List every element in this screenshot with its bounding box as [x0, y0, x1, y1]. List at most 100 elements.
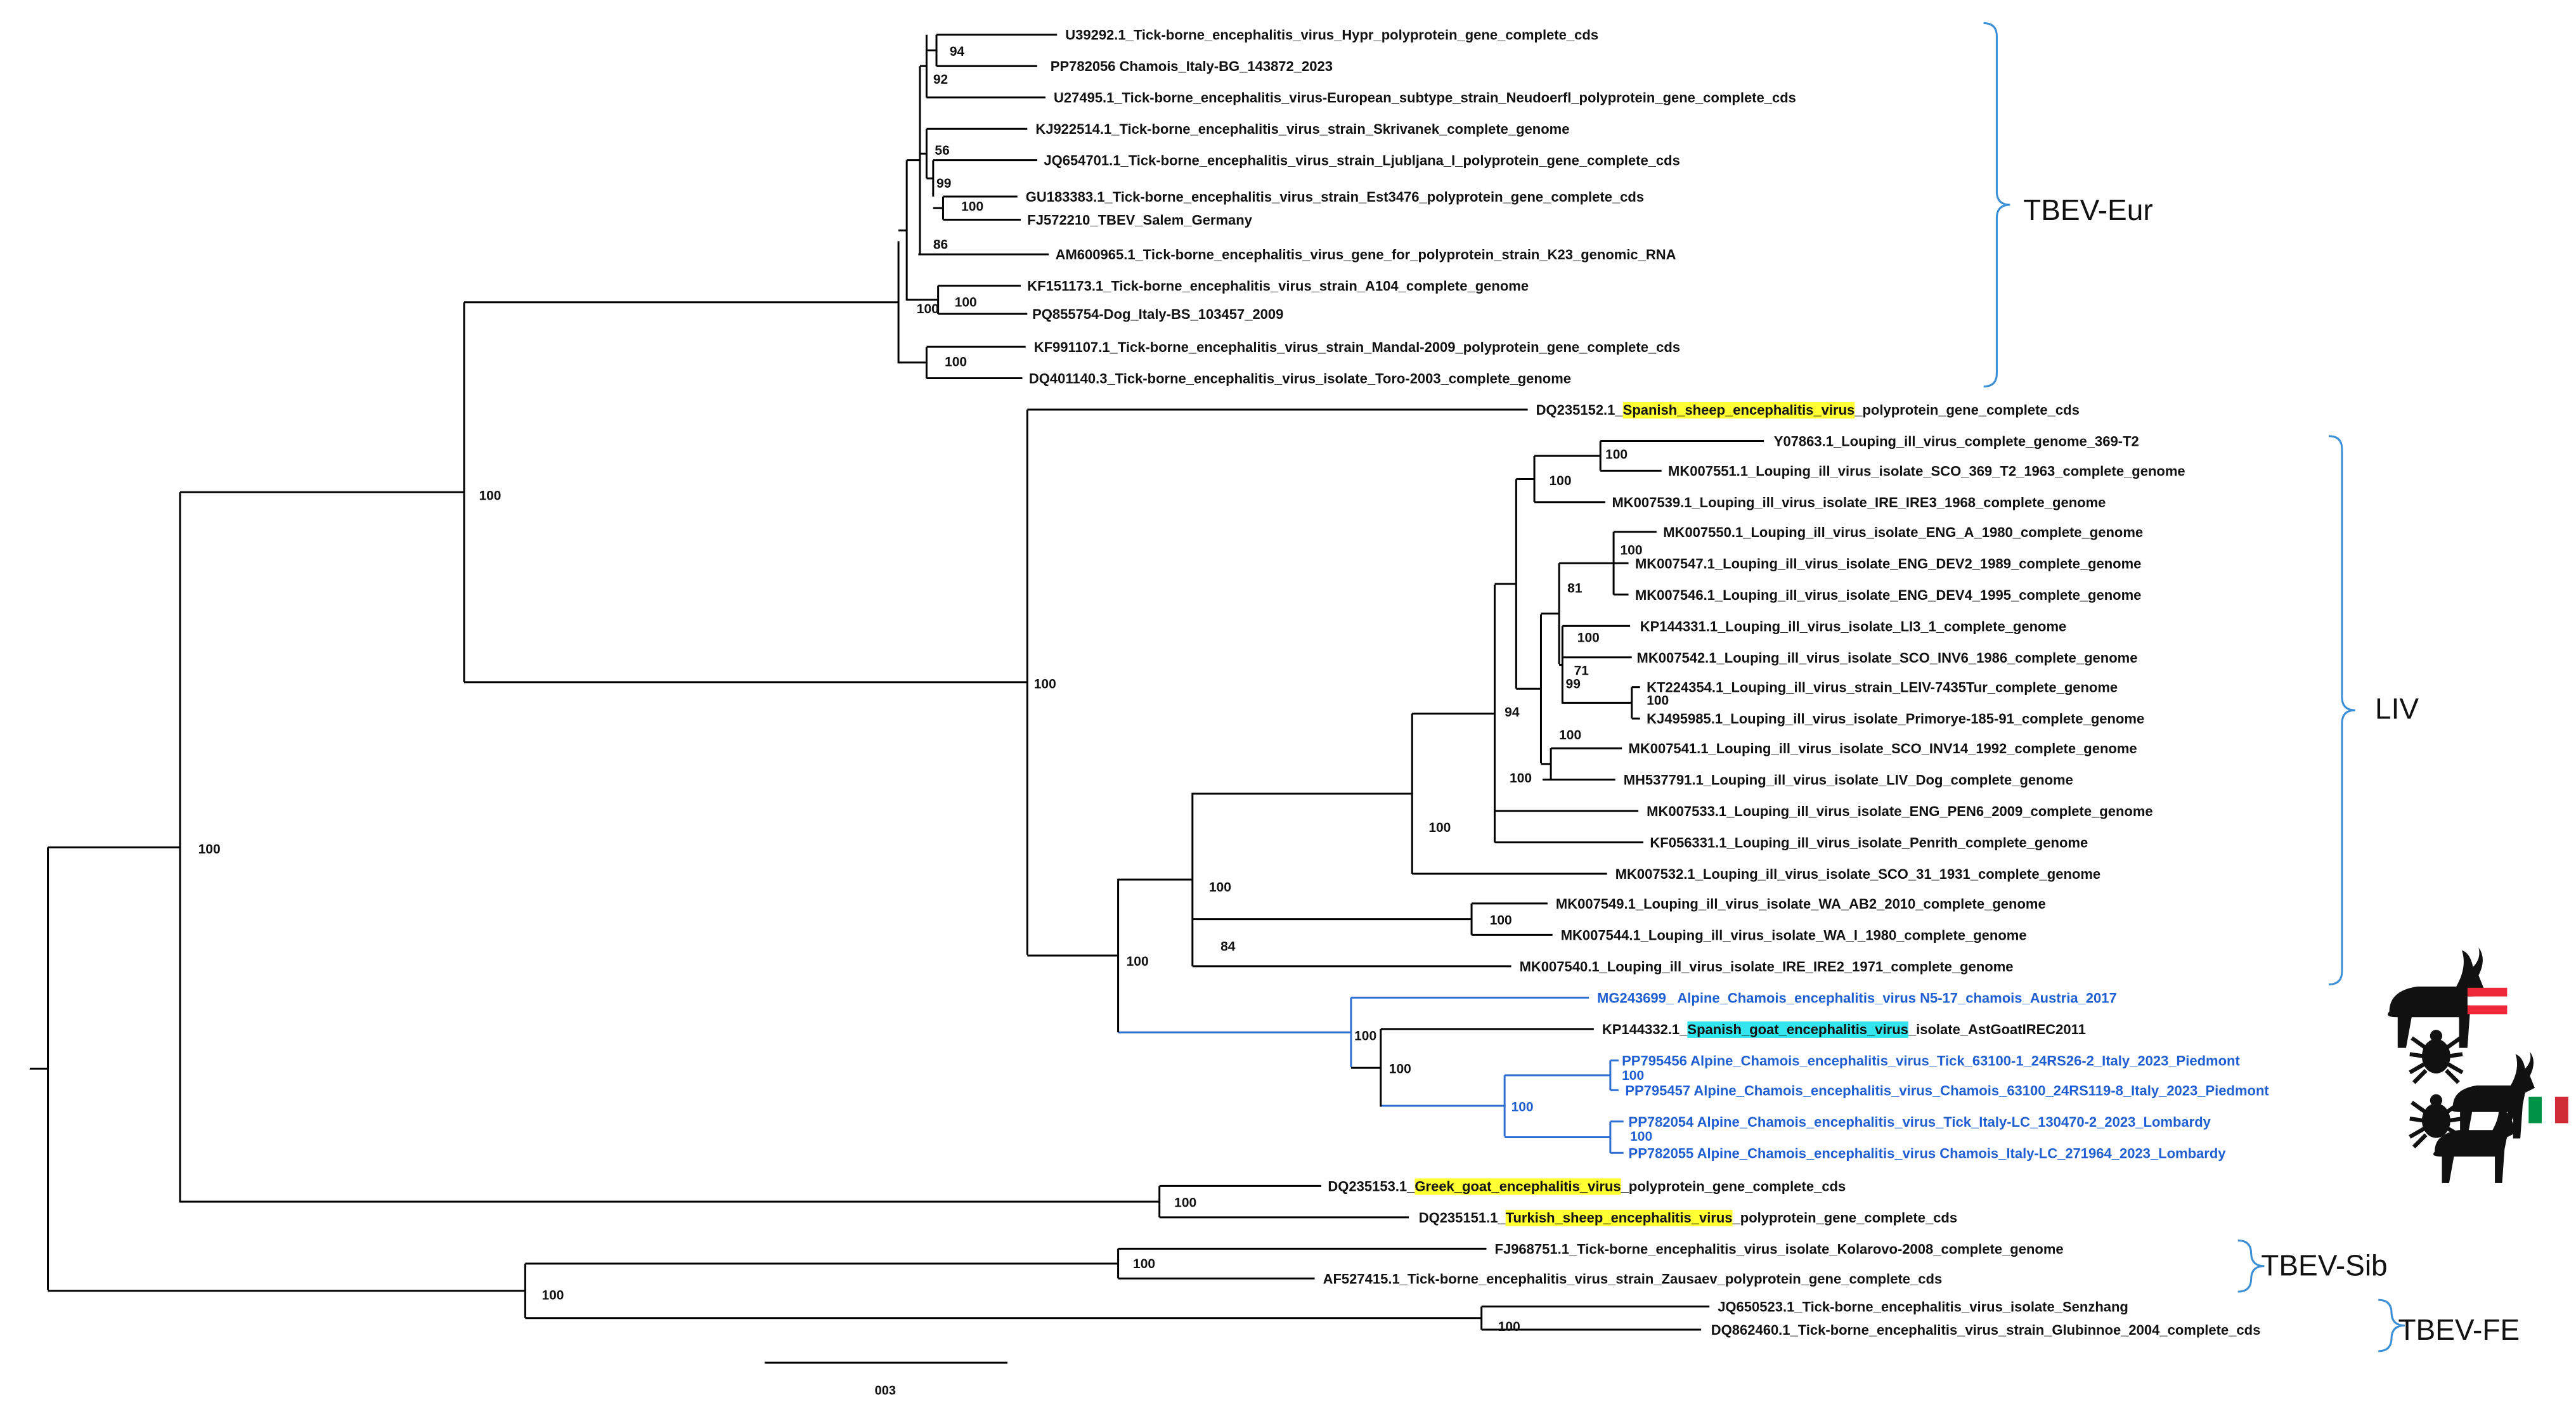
tip-label-t29: MK007549.1_Louping_ill_virus_isolate_WA_…: [1556, 896, 2046, 912]
tip-label-t39: DQ235151.1_: [1419, 1210, 1506, 1226]
support-value: 99: [936, 176, 951, 191]
tip-label-t10: PQ855754-Dog_Italy-BS_103457_2009: [1032, 306, 1283, 322]
tip-suffix-t13: _polyprotein_gene_complete_cds: [1854, 402, 2080, 418]
chamois-icon: [2433, 1096, 2517, 1183]
tip-label-t38: DQ235153.1_: [1328, 1178, 1415, 1194]
support-value: 94: [950, 44, 965, 59]
tip-suffix-t38: _polyprotein_gene_complete_cds: [1621, 1178, 1846, 1194]
clade-label-0: TBEV-Eur: [2023, 193, 2153, 226]
support-value: 100: [1174, 1195, 1196, 1210]
tip-label-t27: KF056331.1_Louping_ill_virus_isolate_Pen…: [1650, 835, 2088, 851]
tip-label-t1: U39292.1_Tick-borne_encephalitis_virus_H…: [1065, 27, 1598, 43]
clade-brace-2: [2237, 1239, 2265, 1293]
tip-label-t35: PP795457 Alpine_Chamois_encephalitis_vir…: [1625, 1082, 2269, 1098]
support-value: 100: [198, 842, 221, 857]
tip-label-t19: MK007546.1_Louping_ill_virus_isolate_ENG…: [1635, 587, 2141, 603]
support-value: 100: [1127, 954, 1149, 969]
tip-label-t20: KP144331.1_Louping_ill_virus_isolate_LI3…: [1640, 618, 2067, 634]
support-value: 100: [1511, 1099, 1534, 1114]
clade-label-2: TBEV-Sib: [2261, 1248, 2387, 1281]
tip-label-t9: KF151173.1_Tick-borne_encephalitis_virus…: [1027, 278, 1529, 294]
support-value: 94: [1505, 705, 1520, 720]
support-value: 56: [935, 143, 949, 158]
support-value: 92: [933, 72, 948, 87]
tip-label-t18: MK007547.1_Louping_ill_virus_isolate_ENG…: [1635, 555, 2141, 571]
tip-label-t17: MK007550.1_Louping_ill_virus_isolate_ENG…: [1663, 524, 2143, 540]
support-value: 100: [1630, 1129, 1652, 1144]
tip-suffix-t33: _isolate_AstGoatIREC2011: [1908, 1021, 2086, 1037]
support-value: 71: [1574, 664, 1589, 678]
support-value: 100: [1605, 447, 1628, 462]
support-value: 100: [1428, 820, 1451, 835]
tip-highlight-t13: Spanish_sheep_encephalitis_virus: [1623, 402, 1855, 418]
tip-label-t8: AM600965.1_Tick-borne_encephalitis_virus…: [1056, 247, 1676, 263]
tip-label-t24: MK007541.1_Louping_ill_virus_isolate_SCO…: [1629, 741, 2137, 756]
support-value: 100: [1577, 631, 1600, 645]
chamois-icon: [2388, 947, 2485, 1048]
support-value: 84: [1220, 940, 1236, 954]
tip-highlight-t39: Turkish_sheep_encephalitis_virus: [1506, 1210, 1733, 1226]
tip-label-t15: MK007551.1_Louping_ill_virus_isolate_SCO…: [1668, 463, 2185, 479]
tip-label-t32: MG243699_ Alpine_Chamois_encephalitis_vi…: [1597, 990, 2117, 1006]
tip-labels: U39292.1_Tick-borne_encephalitis_virus_H…: [1026, 27, 2270, 1338]
tip-label-t4: KJ922514.1_Tick-borne_encephalitis_virus…: [1035, 121, 1569, 137]
austria-flag-icon: [2467, 987, 2508, 1015]
support-value: 100: [1498, 1319, 1520, 1334]
tip-label-t11: KF991107.1_Tick-borne_encephalitis_virus…: [1034, 339, 1680, 355]
tip-label-t21: MK007542.1_Louping_ill_virus_isolate_SCO…: [1637, 650, 2138, 666]
tip-label-t28: MK007532.1_Louping_ill_virus_isolate_SCO…: [1615, 866, 2100, 882]
scale-bar: 003: [765, 1361, 1008, 1397]
tip-label-t33: KP144332.1_: [1602, 1021, 1688, 1037]
tip-highlight-t38: Greek_goat_encephalitis_virus: [1414, 1178, 1621, 1194]
clade-label-3: TBEV-FE: [2398, 1313, 2520, 1346]
tip-label-t3: U27495.1_Tick-borne_encephalitis_virus-E…: [1054, 90, 1796, 106]
tip-label-t43: DQ862460.1_Tick-borne_encephalitis_virus…: [1711, 1322, 2261, 1338]
scale-bar-label: 003: [875, 1384, 896, 1397]
tip-label-t22: KT224354.1_Louping_ill_virus_strain_LEIV…: [1647, 680, 2118, 696]
tip-label-t37: PP782055 Alpine_Chamois_encephalitis_vir…: [1629, 1145, 2227, 1161]
tip-label-t30: MK007544.1_Louping_ill_virus_isolate_WA_…: [1561, 927, 2027, 943]
highlight-box-t33: [1687, 1021, 1908, 1038]
chamois-icon: [2451, 1051, 2535, 1139]
support-value: 100: [917, 302, 939, 316]
highlight-box-t38: [1414, 1178, 1621, 1195]
clade-brace-0: [1983, 22, 2010, 388]
tip-label-t26: MK007533.1_Louping_ill_virus_isolate_ENG…: [1647, 803, 2152, 819]
support-value: 100: [1209, 880, 1231, 895]
support-value: 100: [1622, 1068, 1644, 1083]
tip-label-t41: AF527415.1_Tick-borne_encephalitis_virus…: [1323, 1271, 1943, 1287]
support-value: 100: [945, 354, 967, 369]
tip-suffix-t39: _polyprotein_gene_complete_cds: [1732, 1210, 1958, 1226]
support-value: 100: [1490, 913, 1512, 928]
tip-label-t34: PP795456 Alpine_Chamois_encephalitis_vir…: [1622, 1053, 2240, 1068]
tip-highlight-t33: Spanish_goat_encephalitis_virus: [1687, 1021, 1908, 1037]
tip-label-t7: FJ572210_TBEV_Salem_Germany: [1027, 212, 1252, 228]
support-value: 100: [1559, 728, 1581, 742]
tip-label-t42: JQ650523.1_Tick-borne_encephalitis_virus…: [1718, 1299, 2128, 1315]
support-value: 100: [541, 1288, 564, 1302]
tip-label-t6: GU183383.1_Tick-borne_encephalitis_virus…: [1026, 189, 1644, 205]
icon-group: [2388, 947, 2568, 1183]
clade-label-1: LIV: [2375, 692, 2419, 725]
support-value: 100: [961, 200, 983, 214]
highlight-box-t39: [1505, 1209, 1733, 1226]
support-value: 100: [479, 489, 501, 503]
clade-brace-3: [2378, 1299, 2405, 1352]
clade-brace-1: [2328, 435, 2355, 986]
tick-icon: [2409, 1030, 2464, 1084]
support-value: 100: [1389, 1061, 1411, 1076]
support-value: 100: [1549, 474, 1571, 488]
tip-label-t2: PP782056 Chamois_Italy-BG_143872_2023: [1051, 58, 1333, 74]
tip-label-t16: MK007539.1_Louping_ill_virus_isolate_IRE…: [1612, 495, 2106, 510]
tip-label-t23: KJ495985.1_Louping_ill_virus_isolate_Pri…: [1647, 711, 2144, 727]
tip-label-t13: DQ235152.1_: [1536, 402, 1624, 418]
tip-label-t36: PP782054 Alpine_Chamois_encephalitis_vir…: [1629, 1114, 2211, 1130]
support-value: 100: [1647, 694, 1669, 708]
tip-label-t12: DQ401140.3_Tick-borne_encephalitis_virus…: [1029, 371, 1571, 387]
support-value: 81: [1567, 581, 1582, 595]
tip-label-t14: Y07863.1_Louping_ill_virus_complete_geno…: [1774, 434, 2139, 450]
support-value: 99: [1566, 677, 1581, 691]
support-value: 100: [1133, 1257, 1155, 1271]
